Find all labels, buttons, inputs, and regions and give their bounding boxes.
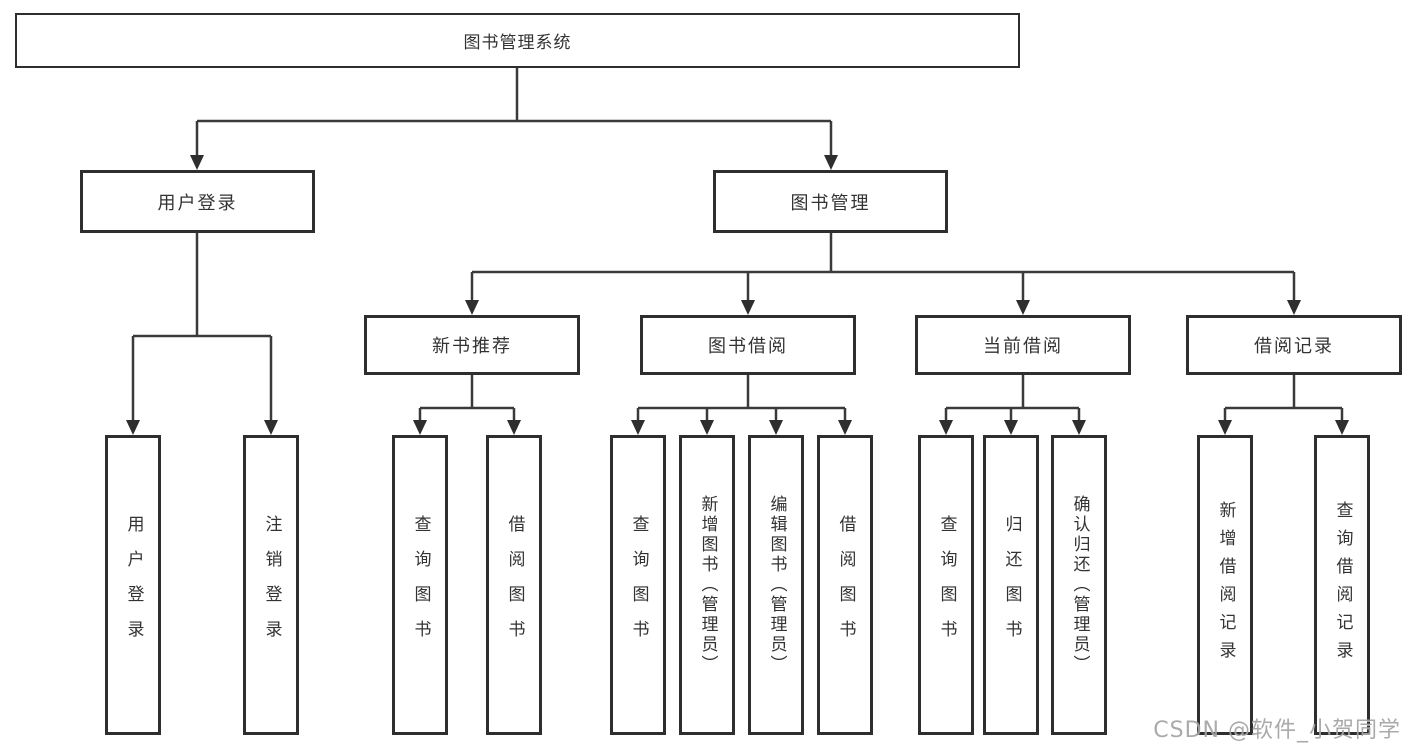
leaf-borrow-books-recommend: 借阅图书: [486, 435, 542, 735]
leaf-query-books-recommend: 查询图书: [392, 435, 448, 735]
leaf-add-borrow-record-label: 新增借阅记录: [1215, 501, 1236, 669]
leaf-return-book: 归还图书: [983, 435, 1039, 735]
node-user-login: 用户登录: [80, 170, 315, 233]
leaf-borrow-books-borrowing-label: 借阅图书: [835, 515, 856, 655]
leaf-query-books-current: 查询图书: [918, 435, 974, 735]
node-borrowing-records: 借阅记录: [1186, 315, 1402, 375]
leaf-borrow-books-borrowing: 借阅图书: [817, 435, 873, 735]
leaf-return-book-label: 归还图书: [1001, 515, 1022, 655]
node-book-management-label: 图书管理: [790, 192, 871, 214]
leaf-logout-label: 注销登录: [261, 515, 282, 655]
leaf-query-books-borrowing-label: 查询图书: [628, 515, 649, 655]
leaf-query-borrow-record-label: 查询借阅记录: [1332, 501, 1353, 669]
watermark: CSDN @软件_小贺同学: [1153, 718, 1401, 743]
leaf-logout: 注销登录: [243, 435, 299, 735]
node-current-borrowing: 当前借阅: [915, 315, 1131, 375]
leaf-add-borrow-record: 新增借阅记录: [1197, 435, 1253, 735]
leaf-user-login-label: 用户登录: [123, 515, 144, 655]
leaf-user-login: 用户登录: [105, 435, 161, 735]
node-new-book-recommend: 新书推荐: [364, 315, 580, 375]
node-book-management: 图书管理: [713, 170, 948, 233]
leaf-add-book-admin-label: 新增图书（管理员）: [697, 495, 718, 675]
leaf-query-books-current-label: 查询图书: [936, 515, 957, 655]
leaf-add-book-admin: 新增图书（管理员）: [679, 435, 735, 735]
leaf-confirm-return-admin-label: 确认归还（管理员）: [1069, 495, 1090, 675]
node-library-system-label: 图书管理系统: [463, 33, 572, 53]
node-library-system: 图书管理系统: [15, 13, 1020, 68]
leaf-edit-book-admin: 编辑图书（管理员）: [748, 435, 804, 735]
node-user-login-label: 用户登录: [157, 192, 238, 214]
leaf-query-books-recommend-label: 查询图书: [410, 515, 431, 655]
node-book-borrowing: 图书借阅: [640, 315, 856, 375]
leaf-query-books-borrowing: 查询图书: [610, 435, 666, 735]
leaf-edit-book-admin-label: 编辑图书（管理员）: [766, 495, 787, 675]
leaf-borrow-books-recommend-label: 借阅图书: [504, 515, 525, 655]
node-book-borrowing-label: 图书借阅: [708, 336, 788, 357]
node-current-borrowing-label: 当前借阅: [983, 336, 1063, 357]
leaf-confirm-return-admin: 确认归还（管理员）: [1051, 435, 1107, 735]
node-borrowing-records-label: 借阅记录: [1254, 336, 1334, 357]
leaf-query-borrow-record: 查询借阅记录: [1314, 435, 1370, 735]
node-new-book-recommend-label: 新书推荐: [432, 336, 512, 357]
arrowheads: [126, 155, 1349, 435]
